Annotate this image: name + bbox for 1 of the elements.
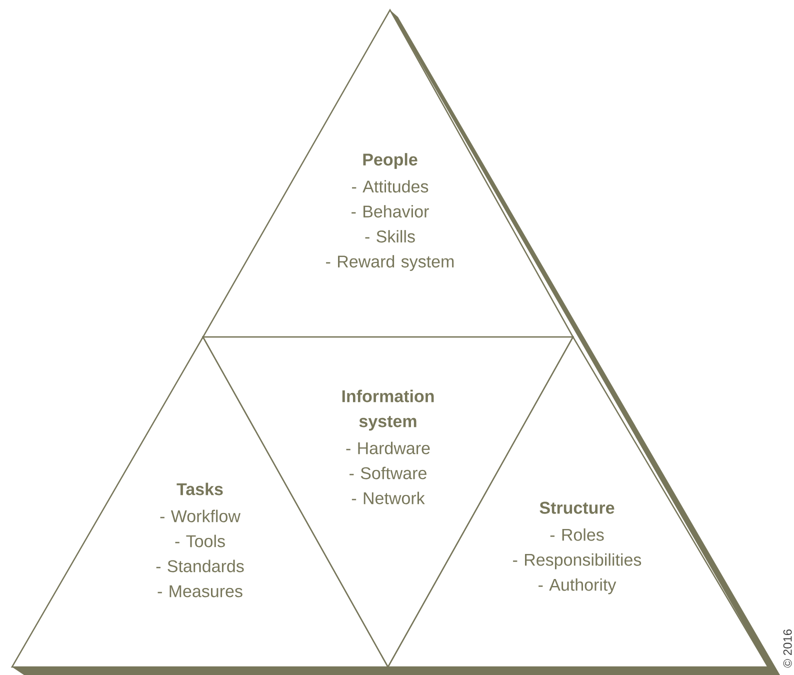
copyright-note: © 2016 <box>783 629 792 668</box>
